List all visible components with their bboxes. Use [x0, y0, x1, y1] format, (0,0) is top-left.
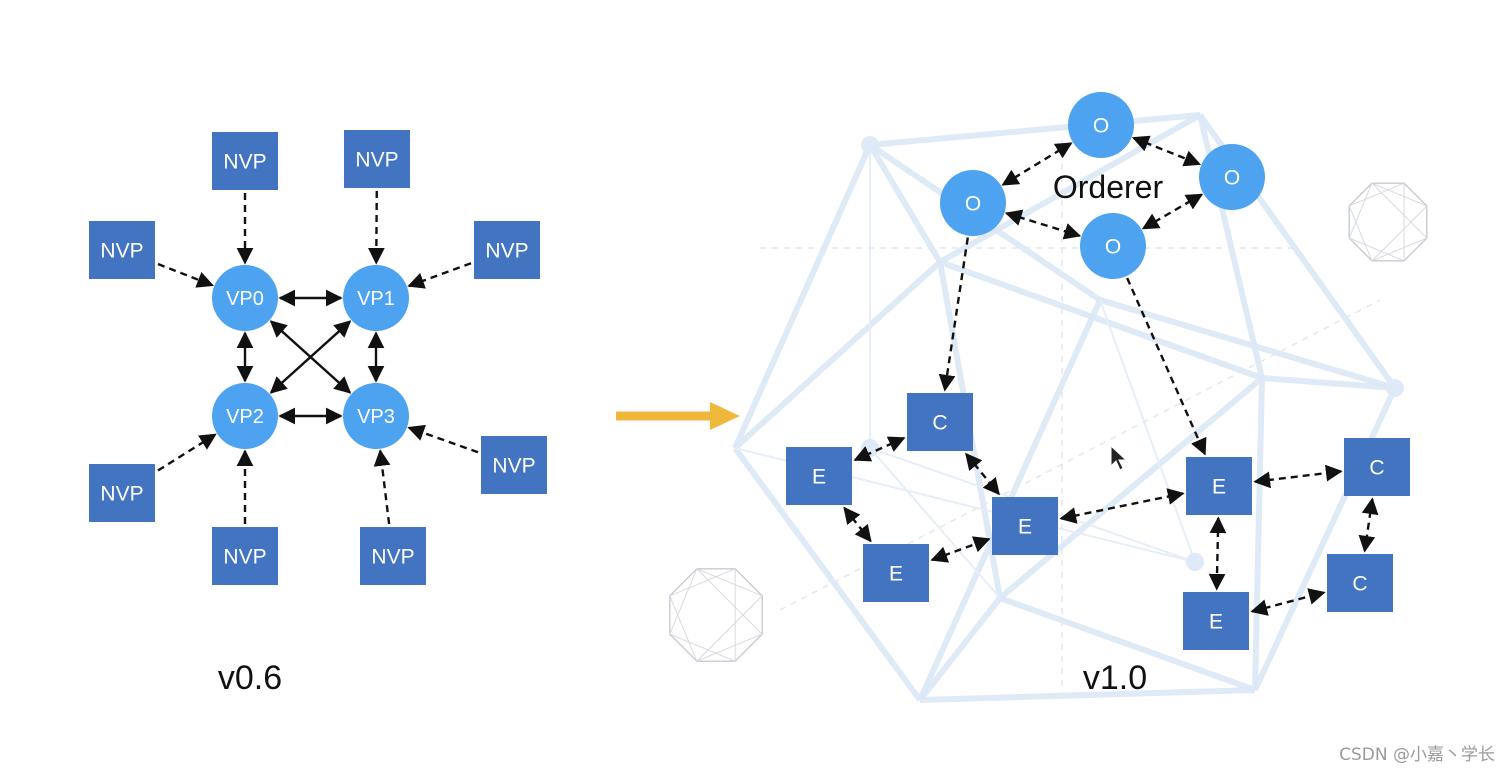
node-nvp5-label: NVP — [100, 483, 143, 506]
node-o0: O — [1068, 92, 1134, 158]
node-vp2-label: VP2 — [226, 406, 264, 428]
node-nvp3-label: NVP — [485, 240, 528, 263]
node-o3-label: O — [1105, 236, 1121, 259]
node-e4-label: E — [1209, 611, 1223, 634]
edge-e4-c2 — [1250, 588, 1326, 616]
node-nvp4-label: NVP — [492, 455, 535, 478]
node-o1: O — [940, 170, 1006, 236]
edge-e3-c1 — [1253, 464, 1343, 489]
node-nvp2-label: NVP — [100, 240, 143, 263]
edge-e3-e4 — [1208, 516, 1227, 591]
edge-c0-e0 — [853, 436, 906, 462]
node-vp0-label: VP0 — [226, 288, 264, 310]
watermark: CSDN @小嘉丶学长 — [1339, 745, 1495, 765]
edge-nvp2-vp0 — [157, 262, 214, 288]
edge-e0-e1 — [843, 506, 872, 543]
connection-edges — [157, 135, 1379, 616]
transition-arrow-icon — [616, 402, 740, 430]
node-c2: C — [1327, 554, 1393, 612]
node-nvp5: NVP — [89, 464, 155, 522]
node-e1: E — [863, 544, 929, 602]
node-c1-label: C — [1369, 457, 1384, 480]
edge-nvp3-vp1 — [407, 262, 472, 289]
edge-o1-c0 — [938, 237, 969, 392]
node-nvp6-label: NVP — [223, 546, 266, 569]
node-nvp3: NVP — [474, 221, 540, 279]
node-vp1-label: VP1 — [357, 288, 395, 310]
node-e4: E — [1183, 592, 1249, 650]
orderer-label: Orderer — [1053, 169, 1164, 205]
node-o1-label: O — [965, 193, 981, 216]
edge-e1-e2 — [930, 536, 991, 563]
node-o3: O — [1080, 213, 1146, 279]
version-label-right: v1.0 — [1083, 659, 1147, 697]
background-mesh — [732, 112, 1404, 703]
node-nvp7-label: NVP — [371, 546, 414, 569]
edge-o0-o2 — [1131, 135, 1202, 167]
node-nvp1-label: NVP — [355, 149, 398, 172]
node-e1-label: E — [889, 563, 903, 586]
edge-nvp7-vp3 — [373, 449, 391, 525]
node-e2: E — [992, 497, 1058, 555]
version-label-left: v0.6 — [218, 659, 282, 697]
node-nvp0-label: NVP — [223, 151, 266, 174]
edge-o0-o1 — [1001, 142, 1073, 186]
node-e0: E — [786, 447, 852, 505]
node-e0-label: E — [812, 466, 826, 489]
node-c0: C — [907, 393, 973, 451]
mini-polyhedron-icon — [1348, 182, 1428, 262]
node-vp3-label: VP3 — [357, 406, 395, 428]
edge-nvp4-vp3 — [407, 424, 479, 454]
node-vp1: VP1 — [343, 265, 409, 331]
mouse-cursor-icon — [1110, 444, 1128, 471]
mini-polyhedron-icon — [669, 568, 763, 662]
edge-e2-e3 — [1059, 488, 1185, 524]
node-vp3: VP3 — [343, 383, 409, 449]
edge-nvp1-vp1 — [367, 190, 385, 265]
node-e3: E — [1186, 457, 1252, 515]
edge-c1-c2 — [1358, 497, 1379, 553]
node-nvp0: NVP — [212, 132, 278, 190]
node-o2: O — [1199, 144, 1265, 210]
node-c1: C — [1344, 438, 1410, 496]
edge-c0-e2 — [965, 452, 1000, 496]
node-vp0: VP0 — [212, 265, 278, 331]
node-c0-label: C — [932, 412, 947, 435]
node-c2-label: C — [1352, 573, 1367, 596]
node-vp2: VP2 — [212, 383, 278, 449]
edge-o3-e3 — [1126, 277, 1207, 456]
node-o2-label: O — [1224, 167, 1240, 190]
node-nvp2: NVP — [89, 221, 155, 279]
edge-nvp5-vp2 — [157, 433, 217, 472]
node-nvp6: NVP — [212, 527, 278, 585]
node-o0-label: O — [1093, 115, 1109, 138]
edge-vp1-vp2 — [269, 320, 352, 394]
edge-o1-o3 — [1004, 209, 1082, 240]
node-nvp4: NVP — [481, 436, 547, 494]
node-e2-label: E — [1018, 516, 1032, 539]
node-nvp7: NVP — [360, 527, 426, 585]
node-e3-label: E — [1212, 476, 1226, 499]
node-nvp1: NVP — [344, 130, 410, 188]
